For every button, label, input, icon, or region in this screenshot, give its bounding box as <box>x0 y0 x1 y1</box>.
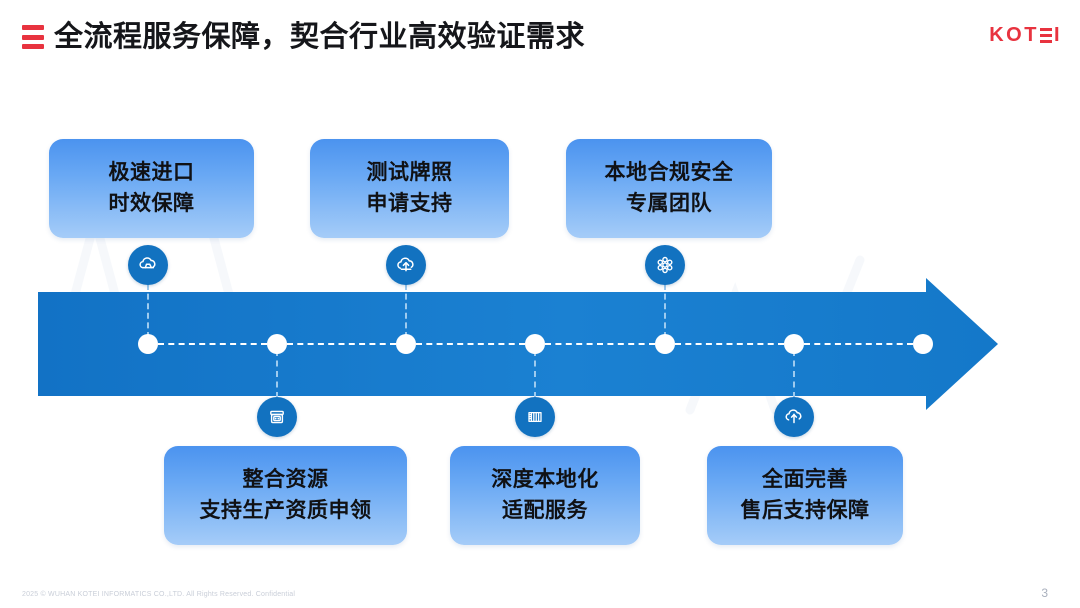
timeline-dot-5[interactable] <box>655 334 675 354</box>
timeline-dot-7[interactable] <box>913 334 933 354</box>
cloud-ship-icon[interactable] <box>128 245 168 285</box>
step-card-bottom-2-label: 深度本地化 适配服务 <box>491 468 599 522</box>
atom-icon[interactable] <box>645 245 685 285</box>
step-card-top-2-label: 测试牌照 申请支持 <box>366 161 453 215</box>
step-card-top-3-label: 本地合规安全 专属团队 <box>604 161 734 215</box>
spine-dash-1 <box>158 343 267 345</box>
spine-dash-5 <box>675 343 784 345</box>
page-number: 3 <box>1041 586 1048 600</box>
step-card-bottom-1[interactable]: 整合资源 支持生产资质申领 <box>164 446 407 545</box>
spine-dash-6 <box>804 343 913 345</box>
machine-icon[interactable] <box>257 397 297 437</box>
timeline-dot-2[interactable] <box>267 334 287 354</box>
step-card-bottom-1-label: 整合资源 支持生产资质申领 <box>199 468 372 522</box>
leader-down-2 <box>534 350 536 398</box>
leader-up-2 <box>405 284 407 338</box>
leader-up-1 <box>147 284 149 338</box>
leader-down-3 <box>793 350 795 398</box>
step-card-bottom-3-label: 全面完善 售后支持保障 <box>740 468 870 522</box>
footer-copyright: 2025 © WUHAN KOTEI INFORMATICS CO.,LTD. … <box>22 591 296 598</box>
step-card-bottom-3[interactable]: 全面完善 售后支持保障 <box>707 446 903 545</box>
cloud-download-icon[interactable] <box>774 397 814 437</box>
timeline-dot-3[interactable] <box>396 334 416 354</box>
step-card-top-2[interactable]: 测试牌照 申请支持 <box>310 139 509 238</box>
timeline-dot-1[interactable] <box>138 334 158 354</box>
step-card-bottom-2[interactable]: 深度本地化 适配服务 <box>450 446 640 545</box>
leader-up-3 <box>664 284 666 338</box>
brand-prefix: KOT <box>989 24 1039 46</box>
brand-suffix: I <box>1053 24 1062 46</box>
cloud-upload-icon[interactable] <box>386 245 426 285</box>
step-card-top-3[interactable]: 本地合规安全 专属团队 <box>566 139 772 238</box>
spine-dash-4 <box>545 343 655 345</box>
timeline-dot-4[interactable] <box>525 334 545 354</box>
slide-header: 全流程服务保障，契合行业高效验证需求 KOT I <box>0 0 1080 72</box>
brand-e-glyph-icon <box>1039 27 1052 43</box>
leader-down-1 <box>276 350 278 398</box>
step-card-top-1-label: 极速进口 时效保障 <box>108 161 195 215</box>
step-card-top-1[interactable]: 极速进口 时效保障 <box>49 139 254 238</box>
hamburger-mark-icon <box>22 25 44 49</box>
kotei-logo: KOT I <box>989 24 1062 46</box>
spine-dash-3 <box>416 343 525 345</box>
timeline-dot-6[interactable] <box>784 334 804 354</box>
container-icon[interactable] <box>515 397 555 437</box>
page-title: 全流程服务保障，契合行业高效验证需求 <box>54 21 586 53</box>
spine-dash-2 <box>287 343 396 345</box>
